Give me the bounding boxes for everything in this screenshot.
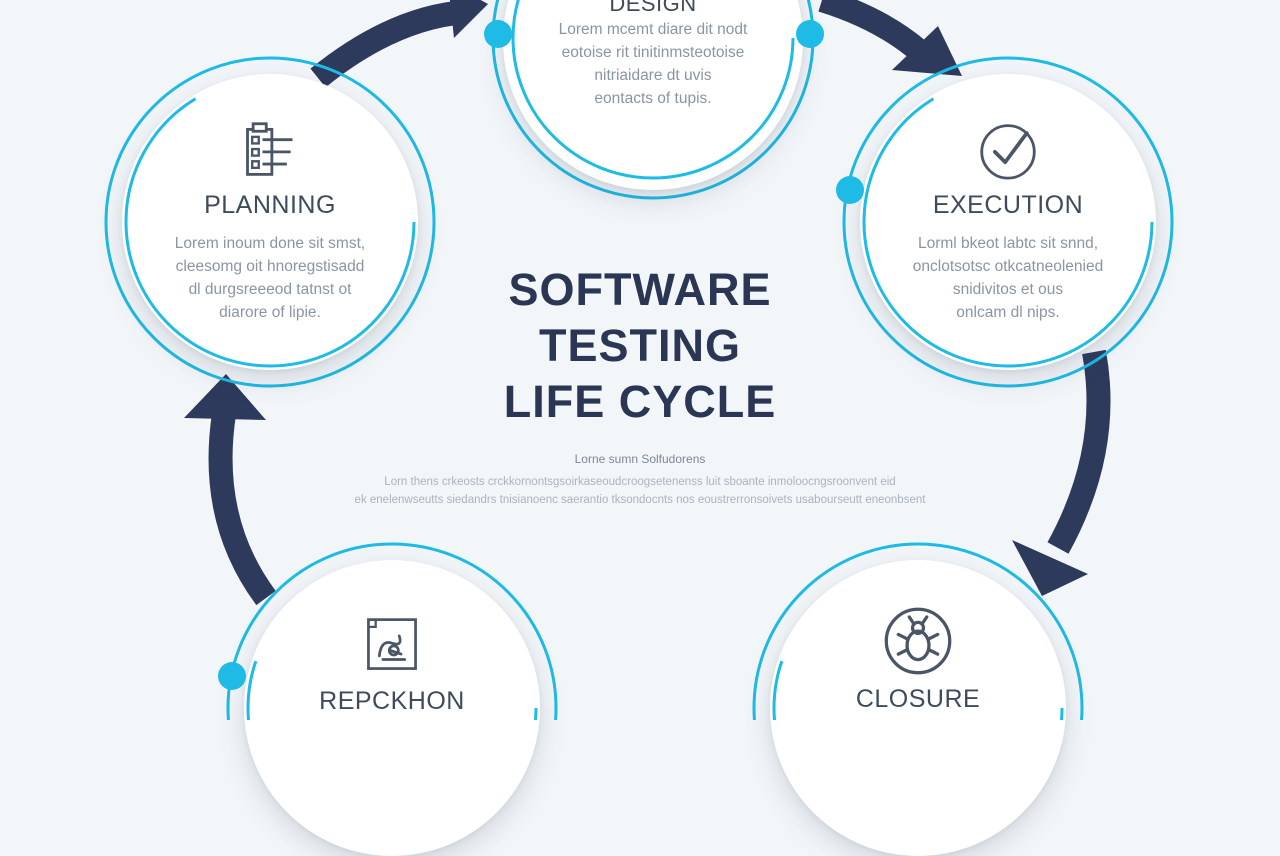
desc-line: Lorml bkeot labtc sit snnd, — [917, 234, 1099, 252]
stage-execution: EXECUTION Lorml bkeot labtc sit snnd, on… — [860, 74, 1156, 370]
stage-execution-desc: Lorml bkeot labtc sit snnd, onclotsotsc … — [888, 232, 1128, 324]
ring-planning — [104, 56, 436, 388]
ring-closure — [752, 542, 1084, 720]
ring-execution — [842, 56, 1174, 388]
caption-line: Lorn thens crkeosts crckkornontsgsoirkas… — [384, 476, 896, 488]
diagram-caption: Lorne sumn Solfudorens Lorn thens crkeos… — [320, 452, 960, 509]
stage-planning-title: PLANNING — [204, 191, 336, 220]
desc-line: eontacts of tupis. — [594, 90, 712, 108]
stage-planning-desc: Lorem inoum done sit smst, cleesomg oit … — [150, 232, 390, 324]
stage-closure: CLOSURE — [770, 560, 1066, 856]
desc-line: snidivitos et ous — [952, 280, 1064, 298]
title-line: TESTING — [538, 320, 741, 371]
title-line: LIFE CYCLE — [503, 376, 777, 427]
arrowhead-planning-to-design — [449, 0, 488, 38]
arrow-planning-to-design — [310, 0, 467, 88]
arrowhead-reporting-to-planning — [184, 374, 266, 420]
diagram-title: SOFTWARE TESTING LIFE CYCLE — [440, 262, 840, 430]
desc-line: dl durgsreeeod tatnst ot — [188, 280, 352, 298]
desc-line: diarore of lipie. — [219, 303, 321, 321]
stage-design: DESIGN Lorem mcemt diare dit nodt eotois… — [503, 0, 803, 190]
checklist-icon — [246, 122, 293, 177]
desc-line: Lorem mcemt diare dit nodt — [558, 21, 748, 39]
desc-line: onclotsotsc otkcatneolenied — [912, 257, 1104, 275]
stage-design-desc: Lorem mcemt diare dit nodt eotoise rit t… — [533, 18, 773, 110]
title-line: SOFTWARE — [508, 264, 772, 315]
stage-closure-title: CLOSURE — [855, 685, 981, 713]
stage-reporting-title: REPCKHON — [319, 687, 465, 715]
bug-icon — [884, 607, 952, 675]
ring-reporting — [226, 542, 558, 720]
stage-design-title: DESIGN — [609, 0, 697, 16]
stage-execution-title: EXECUTION — [932, 191, 1084, 220]
stage-planning: PLANNING Lorem inoum done sit smst, clee… — [122, 74, 418, 370]
stage-reporting: REPCKHON — [244, 560, 540, 856]
desc-line: onlcam dl nips. — [956, 303, 1060, 321]
arrow-execution-to-closure — [1047, 349, 1111, 554]
checkmark-icon — [980, 124, 1036, 180]
life-cycle-diagram: DESIGN Lorem mcemt diare dit nodt eotois… — [104, 0, 1174, 856]
caption-heading: Lorne sumn Solfudorens — [574, 452, 706, 466]
report-icon — [367, 618, 417, 670]
desc-line: eotoise rit tinitinmsteotoise — [561, 44, 745, 62]
arrowhead-design-to-execution — [892, 26, 962, 76]
desc-line: cleesomg oit hnoregstisadd — [175, 257, 365, 275]
caption-line: ek enelenwseutts siedandrs tnisianoenc s… — [354, 494, 926, 506]
arrow-design-to-execution — [818, 0, 926, 60]
desc-line: nitriaidare dt uvis — [594, 67, 712, 85]
desc-line: Lorem inoum done sit smst, — [174, 234, 366, 252]
